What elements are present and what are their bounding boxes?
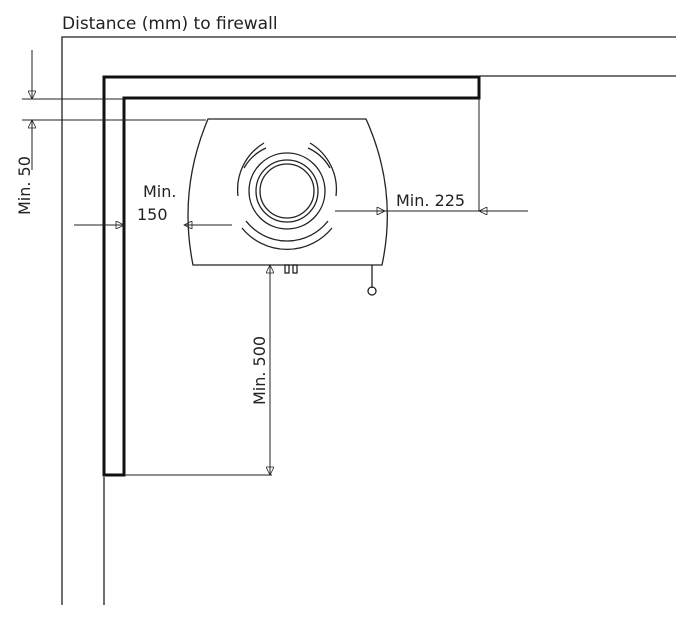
dim-front-label: Min. 500 [250,336,269,405]
dim-top-label: Min. 50 [15,156,34,215]
stove [187,118,388,296]
dimension-lines [22,50,528,475]
dim-back-label: Min. 225 [396,191,465,210]
stove-handle-knob [367,286,377,296]
firewall-outline [102,75,481,477]
dim-side-label-line1: Min. [143,182,176,201]
stove-body [187,118,388,266]
room-outline [61,36,676,605]
diagram-title: Distance (mm) to firewall [62,14,278,34]
dim-side-label-line2: 150 [137,205,168,224]
